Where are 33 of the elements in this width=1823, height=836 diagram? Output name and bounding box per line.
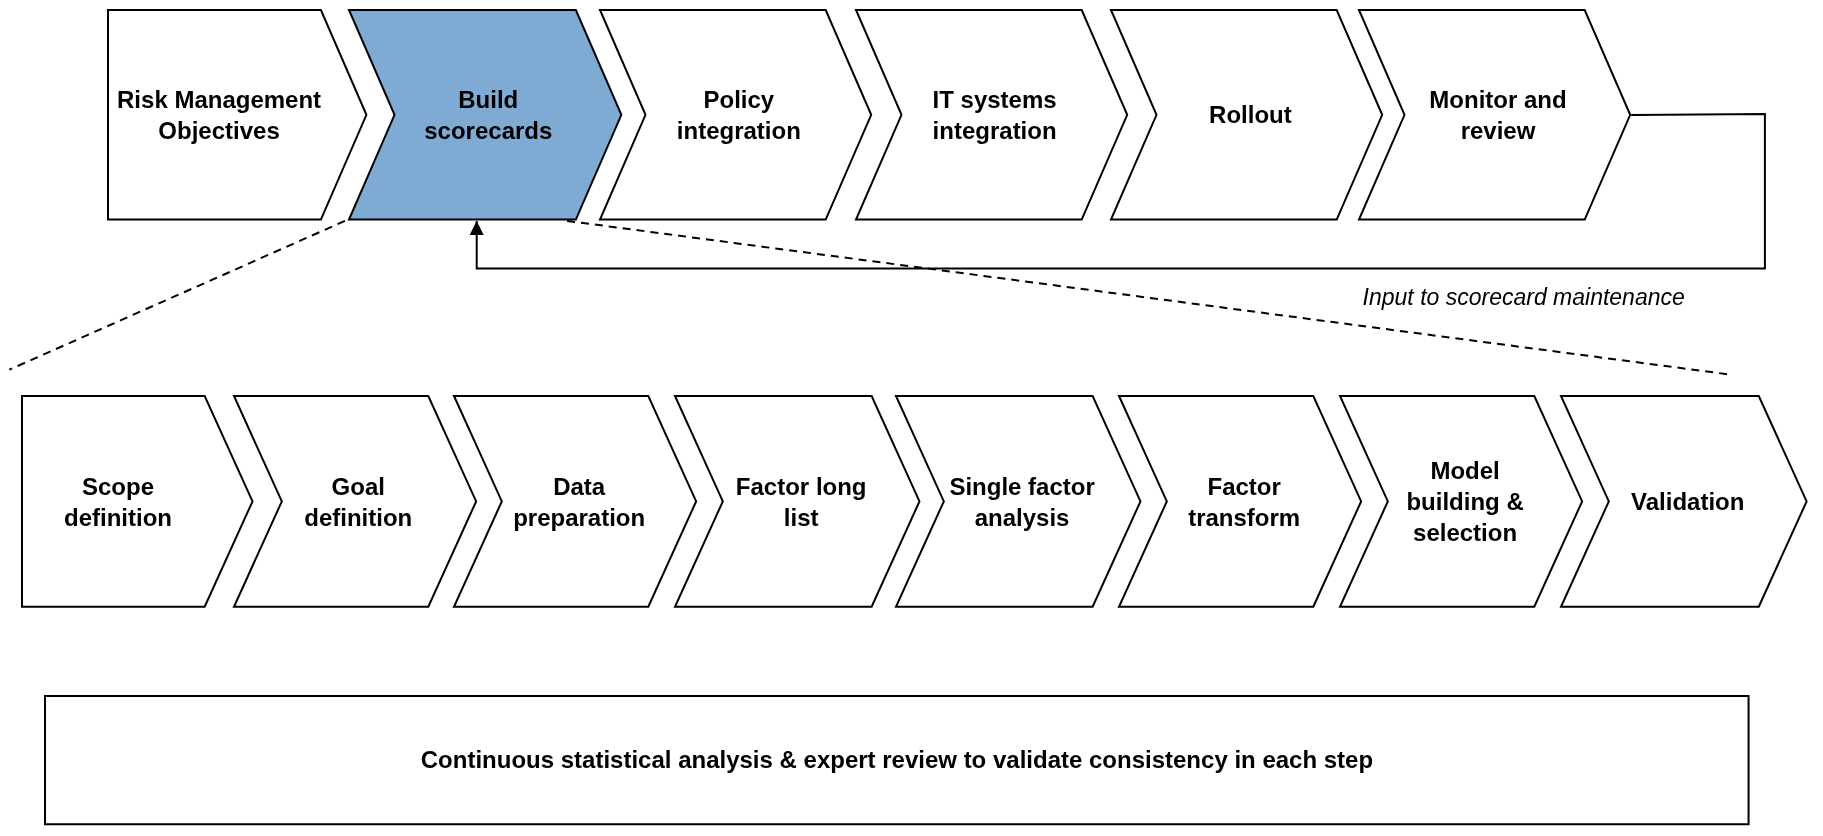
chevron-step bbox=[232, 395, 477, 609]
step-label: Scope definition bbox=[63, 471, 173, 533]
step-label: Single factor analysis bbox=[948, 471, 1096, 533]
step-label: Factor long list bbox=[734, 471, 868, 533]
chevron-step bbox=[854, 9, 1128, 221]
chevron-step bbox=[1357, 9, 1632, 221]
step-label: Factor transform bbox=[1187, 471, 1302, 533]
chevron-step bbox=[674, 395, 921, 609]
dashed-line bbox=[566, 219, 1730, 376]
step-label: Model building & selection bbox=[1405, 455, 1525, 549]
chevron-step bbox=[1110, 9, 1384, 221]
chevron-step bbox=[1560, 395, 1808, 609]
chevron-step bbox=[347, 9, 622, 221]
step-label: Goal definition bbox=[303, 471, 414, 533]
chevron-step bbox=[106, 9, 368, 221]
step-label: Build scorecards bbox=[423, 84, 554, 147]
step-label: Risk Management Objectives bbox=[116, 84, 323, 147]
step-label: Validation bbox=[1630, 487, 1746, 518]
chevron-step bbox=[453, 395, 698, 609]
chevron-step bbox=[895, 395, 1142, 609]
step-label: IT systems integration bbox=[931, 84, 1058, 147]
note-box bbox=[44, 695, 1750, 826]
dashed-line bbox=[8, 219, 346, 371]
step-label: Policy integration bbox=[675, 84, 802, 147]
step-label: Data preparation bbox=[512, 471, 647, 533]
step-label: Rollout bbox=[1208, 100, 1293, 131]
chevron-step bbox=[1118, 395, 1363, 609]
chevron-step bbox=[1339, 395, 1584, 609]
step-label: Monitor and review bbox=[1428, 84, 1568, 147]
feedback-arrow bbox=[469, 112, 1766, 270]
chevron-step bbox=[20, 395, 254, 609]
note-text: Continuous statistical analysis & expert review to validate consistency in each step bbox=[419, 745, 1375, 776]
chevron-step bbox=[598, 9, 872, 221]
